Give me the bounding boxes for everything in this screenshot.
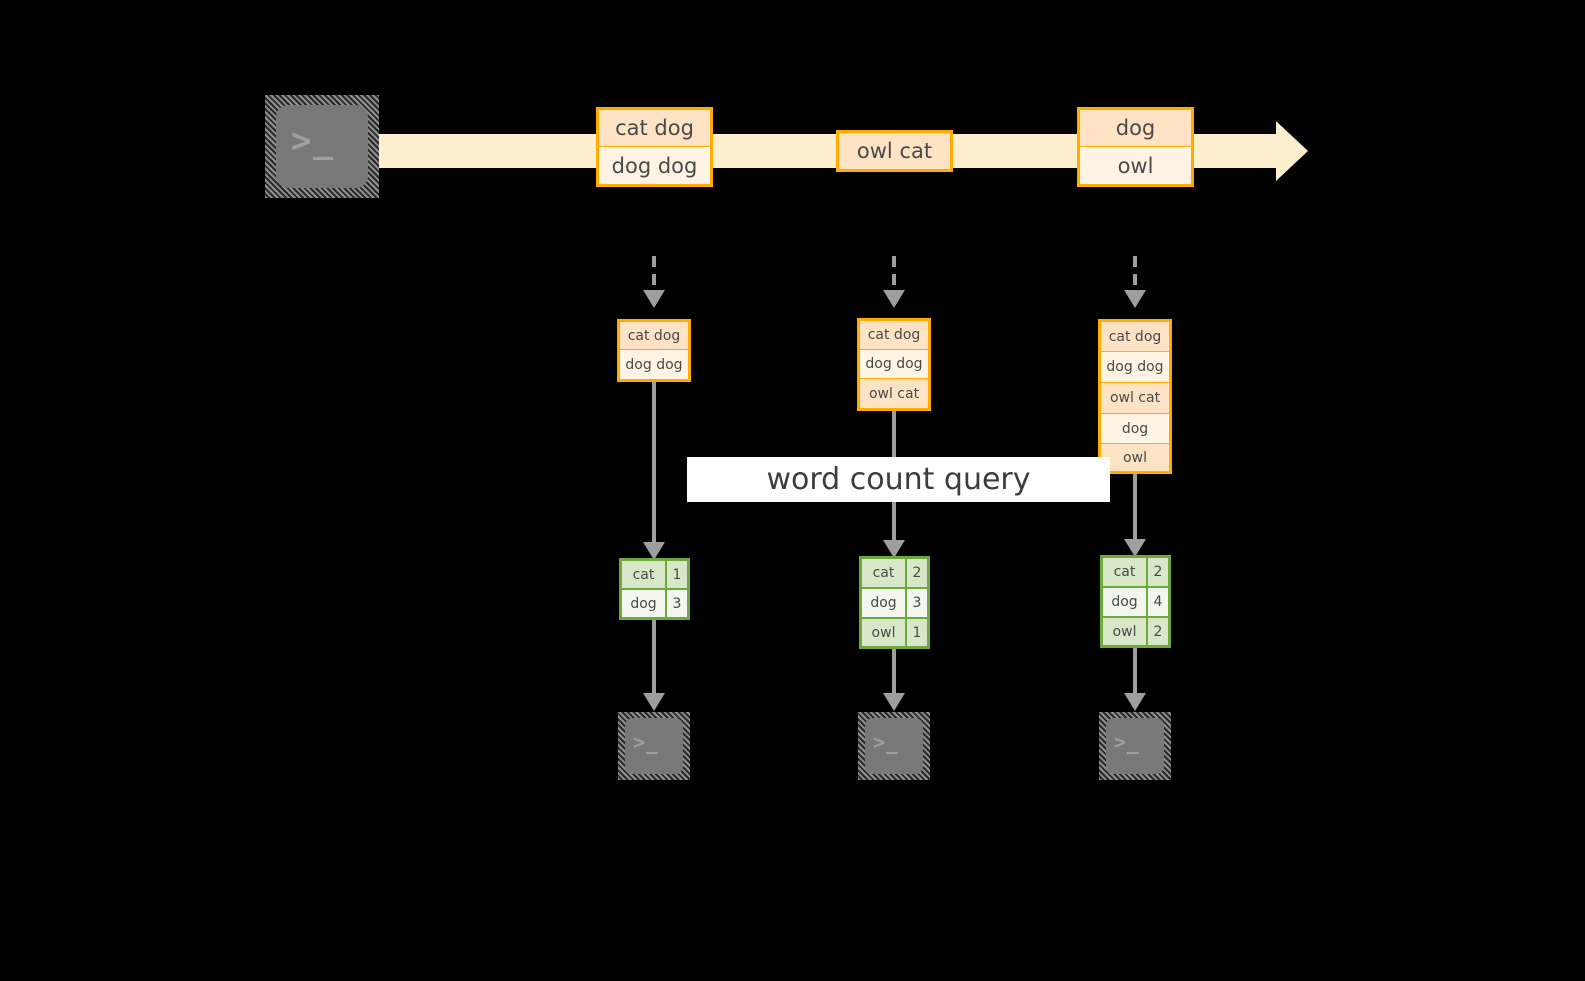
table-row: owl 1 xyxy=(862,619,927,646)
snapshot-feed-arrowhead-3 xyxy=(1124,290,1146,308)
consumer-arrowhead-1 xyxy=(643,693,665,711)
record-line: cat dog xyxy=(620,322,688,350)
result-count: 1 xyxy=(667,561,687,588)
terminal-body xyxy=(625,718,683,774)
consumer-arrowhead-3 xyxy=(1124,693,1146,711)
record-line: dog xyxy=(1080,110,1191,147)
query-label: word count query xyxy=(687,457,1110,502)
stream-record-1: cat dog dog dog xyxy=(596,107,713,187)
result-word: owl xyxy=(862,619,907,646)
terminal-body xyxy=(276,105,368,188)
producer-terminal-icon: >_ xyxy=(265,95,379,198)
result-word: cat xyxy=(862,559,907,587)
record-line: owl xyxy=(1080,147,1191,184)
result-word: owl xyxy=(1103,618,1148,645)
consumer-arrowhead-2 xyxy=(883,693,905,711)
record-line: dog dog xyxy=(599,147,710,184)
consumer-terminal-icon-1: >_ xyxy=(618,712,690,780)
record-line: dog xyxy=(1101,414,1169,444)
terminal-body xyxy=(1106,718,1164,774)
consumer-connector-2 xyxy=(892,649,896,695)
table-row: cat 2 xyxy=(862,559,927,589)
record-line: owl xyxy=(1101,444,1169,471)
result-count: 4 xyxy=(1148,588,1168,616)
terminal-prompt-glyph: >_ xyxy=(1114,730,1140,754)
stream-record-3: dog owl xyxy=(1077,107,1194,187)
result-count: 3 xyxy=(907,589,927,617)
consumer-connector-3 xyxy=(1133,648,1137,695)
table-row: dog 4 xyxy=(1103,588,1168,618)
result-count: 1 xyxy=(907,619,927,646)
table-row: cat 2 xyxy=(1103,558,1168,588)
record-line: owl cat xyxy=(1101,383,1169,414)
table-row: dog 3 xyxy=(862,589,927,619)
terminal-prompt-glyph: >_ xyxy=(633,730,659,754)
accumulated-records-2: cat dog dog dog owl cat xyxy=(857,318,931,411)
snapshot-feed-line-2 xyxy=(892,256,896,292)
record-line: cat dog xyxy=(860,321,928,350)
result-word: dog xyxy=(622,590,667,617)
record-line: dog dog xyxy=(860,350,928,379)
table-row: owl 2 xyxy=(1103,618,1168,645)
word-count-result-3: cat 2 dog 4 owl 2 xyxy=(1100,555,1171,648)
snapshot-feed-line-3 xyxy=(1133,256,1137,292)
result-count: 2 xyxy=(907,559,927,587)
result-count: 2 xyxy=(1148,618,1168,645)
accumulated-records-3: cat dog dog dog owl cat dog owl xyxy=(1098,319,1172,474)
record-line: owl cat xyxy=(839,133,950,169)
query-connector-1 xyxy=(652,382,656,544)
word-count-result-2: cat 2 dog 3 owl 1 xyxy=(859,556,930,649)
record-line: cat dog xyxy=(599,110,710,147)
stream-record-2: owl cat xyxy=(836,130,953,172)
snapshot-feed-line-1 xyxy=(652,256,656,292)
record-line: cat dog xyxy=(1101,322,1169,352)
table-row: cat 1 xyxy=(622,561,687,590)
record-line: owl cat xyxy=(860,379,928,408)
query-arrowhead-2 xyxy=(883,540,905,558)
result-word: dog xyxy=(1103,588,1148,616)
record-line: dog dog xyxy=(620,350,688,379)
terminal-body xyxy=(865,718,923,774)
terminal-prompt-glyph: >_ xyxy=(291,121,335,161)
terminal-prompt-glyph: >_ xyxy=(873,730,899,754)
result-word: dog xyxy=(862,589,907,617)
record-line: dog dog xyxy=(1101,352,1169,383)
query-connector-3 xyxy=(1133,474,1137,542)
result-count: 3 xyxy=(667,590,687,617)
result-word: cat xyxy=(1103,558,1148,586)
snapshot-feed-arrowhead-1 xyxy=(643,290,665,308)
table-row: dog 3 xyxy=(622,590,687,617)
consumer-terminal-icon-3: >_ xyxy=(1099,712,1171,780)
consumer-connector-1 xyxy=(652,620,656,695)
query-arrowhead-3 xyxy=(1124,539,1146,557)
result-count: 2 xyxy=(1148,558,1168,586)
result-word: cat xyxy=(622,561,667,588)
consumer-terminal-icon-2: >_ xyxy=(858,712,930,780)
query-arrowhead-1 xyxy=(643,542,665,560)
word-count-result-1: cat 1 dog 3 xyxy=(619,558,690,620)
snapshot-feed-arrowhead-2 xyxy=(883,290,905,308)
stream-arrow-head xyxy=(1276,121,1308,181)
accumulated-records-1: cat dog dog dog xyxy=(617,319,691,382)
